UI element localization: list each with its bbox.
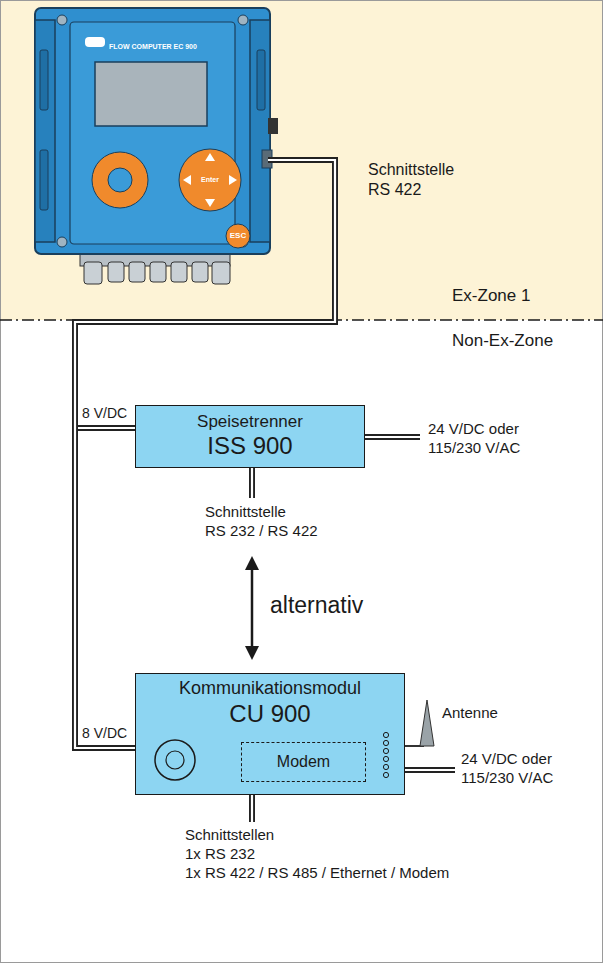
node-heading: FLOW COMPUTER EC 900 (109, 43, 197, 51)
supply-label: 24 V/DC oder (428, 420, 519, 438)
alternative-label: alternativ (270, 592, 363, 620)
node-heading: Speisetrenner (197, 412, 303, 432)
interface-label: Schnittstelle (205, 503, 286, 521)
interface-label: RS 422 (368, 180, 421, 199)
interface-line (252, 468, 253, 498)
antenna-symbol (405, 700, 434, 746)
interface-label: RS 232 / RS 422 (205, 522, 318, 540)
interface-label: Schnittstellen (185, 826, 274, 844)
interface-label: Schnittstelle (368, 160, 454, 179)
button-label: Enter (201, 176, 219, 184)
isolator-box: SpeisetrennerISS 900 (135, 405, 365, 468)
supply-label: 115/230 V/AC (428, 439, 520, 457)
supply-label: 24 V/DC oder (461, 750, 552, 768)
button-label: ESC (230, 231, 246, 241)
modem-box: Modem (241, 742, 366, 782)
voltage-label: 8 V/DC (81, 405, 128, 422)
antenna-label: Antenne (442, 704, 498, 722)
power-supply-line (405, 770, 455, 771)
node-name: CU 900 (229, 700, 310, 729)
flow-computer-device: FLOW COMPUTER EC 900 (35, 8, 270, 254)
interface-line (252, 795, 253, 822)
supply-label: 115/230 V/AC (461, 769, 553, 787)
node-name: ISS 900 (207, 432, 292, 461)
cable-connector (75, 160, 335, 428)
node-heading: Kommunikationsmodul (179, 678, 361, 700)
communication-module-box: KommunikationsmodulCU 900Modem (135, 673, 405, 795)
voltage-label: 8 V/DC (81, 725, 128, 742)
zone-label: Non-Ex-Zone (452, 331, 553, 351)
interface-label: 1x RS 232 (185, 845, 255, 863)
flow-computer-illustration (35, 8, 278, 284)
power-supply-line (365, 437, 420, 438)
node-heading: Modem (277, 752, 330, 771)
alternative-arrow (245, 556, 259, 660)
interface-label: 1x RS 422 / RS 485 / Ethernet / Modem (185, 864, 449, 882)
zone-label: Ex-Zone 1 (452, 286, 530, 306)
